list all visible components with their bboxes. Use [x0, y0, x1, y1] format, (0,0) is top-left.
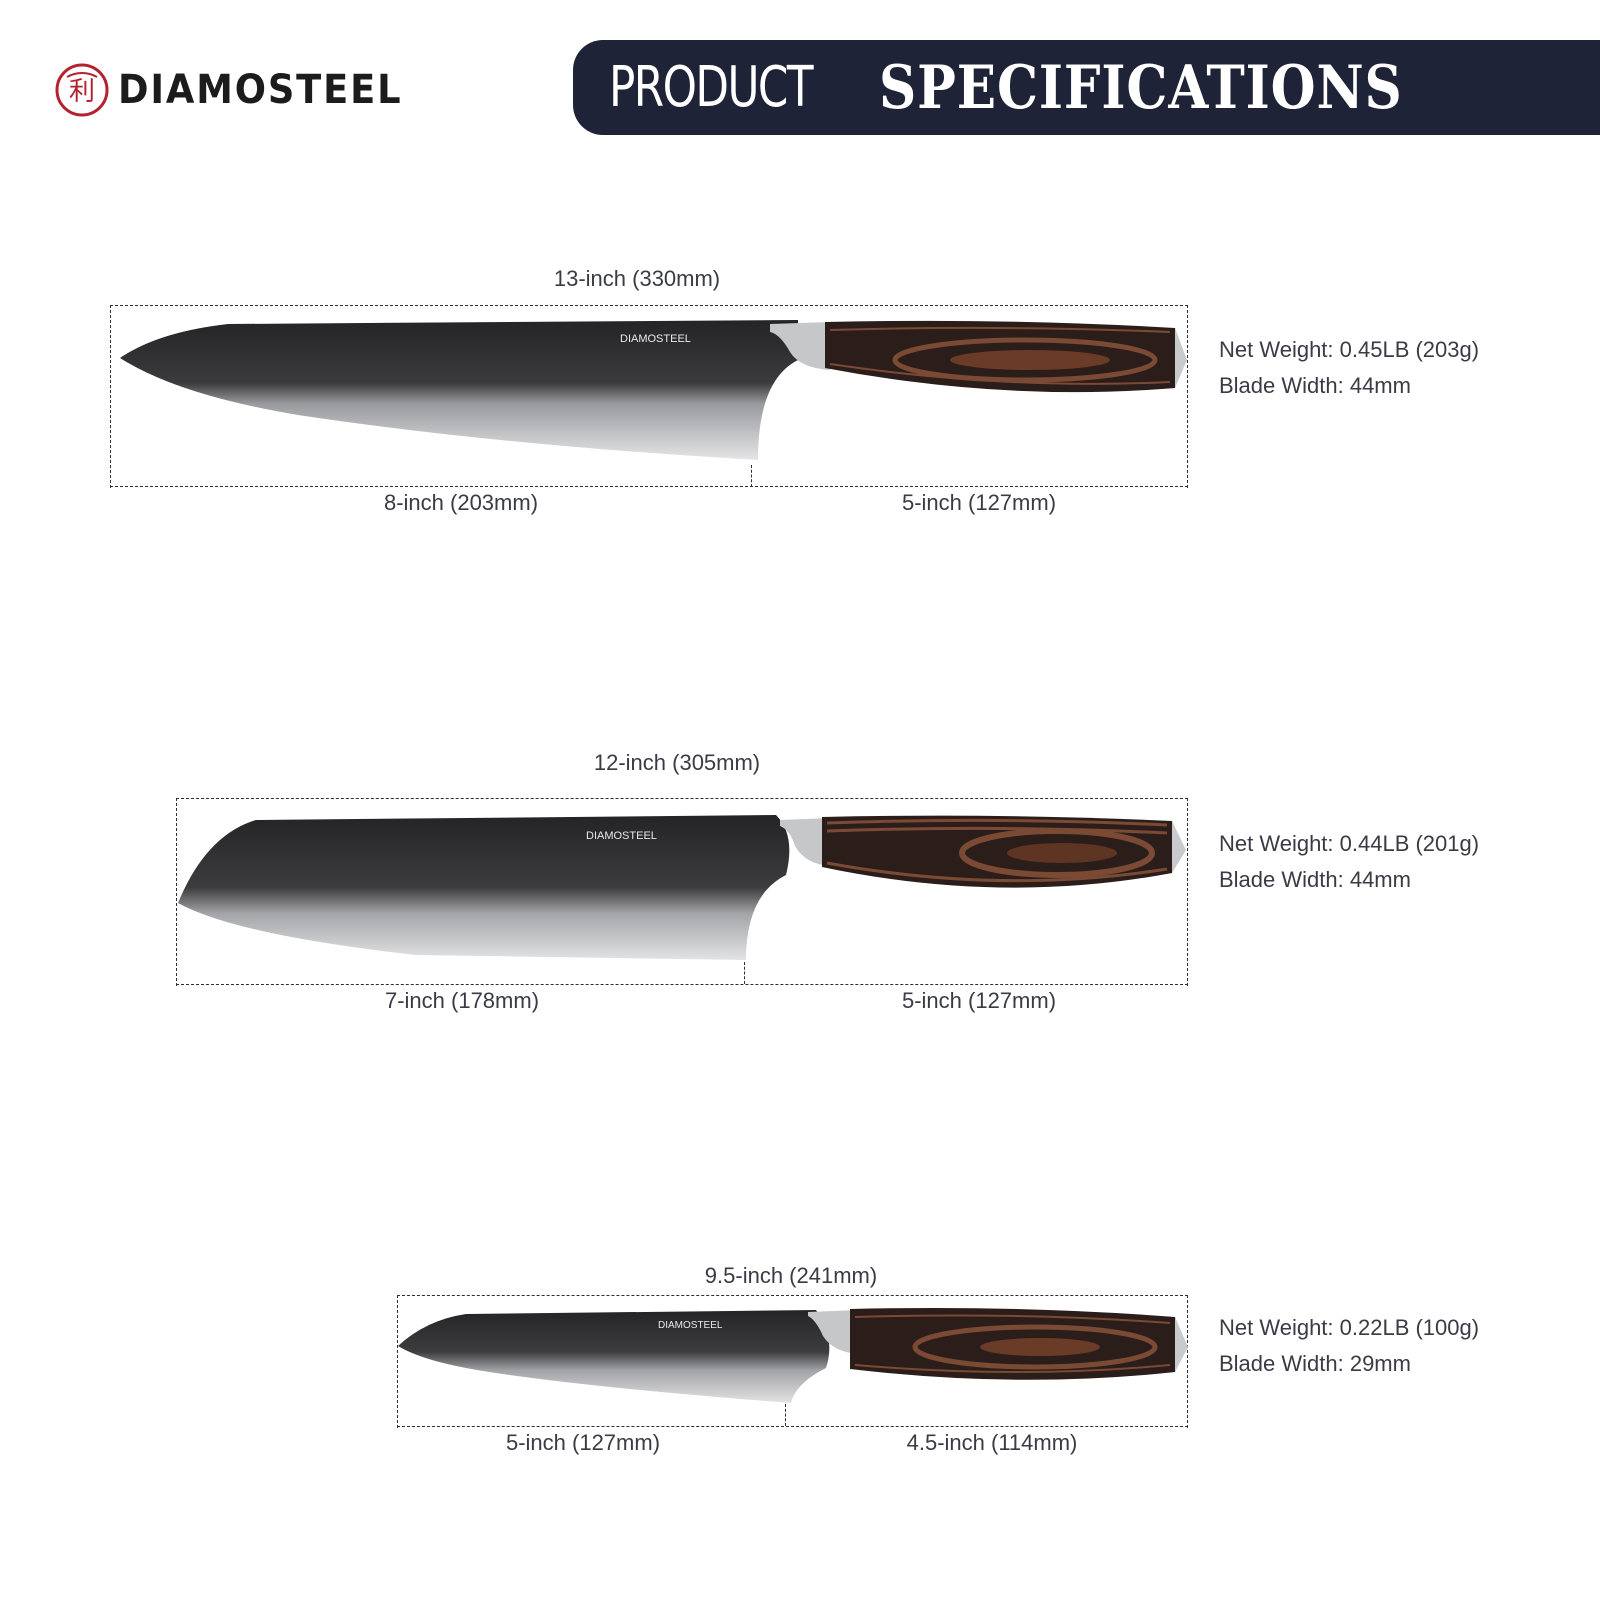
bottom-dim-line [397, 1426, 1188, 1427]
blade-length-label: 5-inch (127mm) [505, 1430, 661, 1455]
brand-logo: 利 DIAMOSTEEL [54, 60, 427, 120]
title-bold: SPECIFICATIONS [879, 52, 1403, 123]
total-length-bracket [110, 305, 1188, 488]
spec-text: Net Weight: 0.22LB (100g) Blade Width: 2… [1219, 1310, 1479, 1382]
net-weight: Net Weight: 0.44LB (201g) [1219, 831, 1480, 856]
blade-length-label: 8-inch (203mm) [383, 490, 539, 515]
santoku-handle-image [822, 815, 1186, 888]
handle-length-label: 4.5-inch (114mm) [906, 1430, 1078, 1455]
total-length-label: 12-inch (305mm) [593, 750, 761, 775]
chef-bolster [770, 322, 830, 370]
net-weight: Net Weight: 0.22LB (100g) [1219, 1315, 1480, 1340]
blade-handle-divider [751, 465, 752, 487]
blade-handle-divider [744, 962, 745, 984]
total-length-bracket [397, 1295, 1188, 1428]
spec-text: Net Weight: 0.44LB (201g) Blade Width: 4… [1219, 826, 1479, 898]
total-length-label: 13-inch (330mm) [553, 266, 721, 291]
svg-text:利: 利 [69, 77, 95, 107]
blade-width: Blade Width: 44mm [1219, 867, 1411, 892]
title-light: PRODUCT [609, 55, 814, 120]
handle-length-label: 5-inch (127mm) [901, 490, 1057, 515]
handle-length-label: 5-inch (127mm) [901, 988, 1057, 1013]
svg-text:DIAMOSTEEL: DIAMOSTEEL [658, 1320, 723, 1331]
blade-width: Blade Width: 44mm [1219, 373, 1411, 398]
utility-blade-image: DIAMOSTEEL [398, 1310, 830, 1403]
chef-blade-image: DIAMOSTEEL [120, 320, 798, 460]
bottom-dim-line [110, 486, 1188, 487]
utility-handle-image [850, 1308, 1188, 1380]
blade-handle-divider [785, 1404, 786, 1426]
santoku-bolster [780, 818, 830, 866]
utility-bolster [808, 1310, 858, 1354]
net-weight: Net Weight: 0.45LB (203g) [1219, 337, 1480, 362]
blade-length-label: 7-inch (178mm) [384, 988, 540, 1013]
total-length-label: 9.5-inch (241mm) [704, 1263, 878, 1288]
chef-handle-image [825, 320, 1187, 393]
blade-width: Blade Width: 29mm [1219, 1351, 1411, 1376]
santoku-blade-image: DIAMOSTEEL [178, 815, 790, 960]
brand-seal-icon: 利 [54, 62, 110, 118]
spec-text: Net Weight: 0.45LB (203g) Blade Width: 4… [1219, 332, 1479, 404]
total-length-bracket [176, 798, 1188, 986]
svg-text:DIAMOSTEEL: DIAMOSTEEL [586, 830, 657, 842]
title-banner: PRODUCT SPECIFICATIONS [573, 40, 1600, 135]
brand-name: DIAMOSTEEL [118, 67, 403, 113]
svg-text:DIAMOSTEEL: DIAMOSTEEL [620, 333, 691, 345]
bottom-dim-line [176, 984, 1188, 985]
